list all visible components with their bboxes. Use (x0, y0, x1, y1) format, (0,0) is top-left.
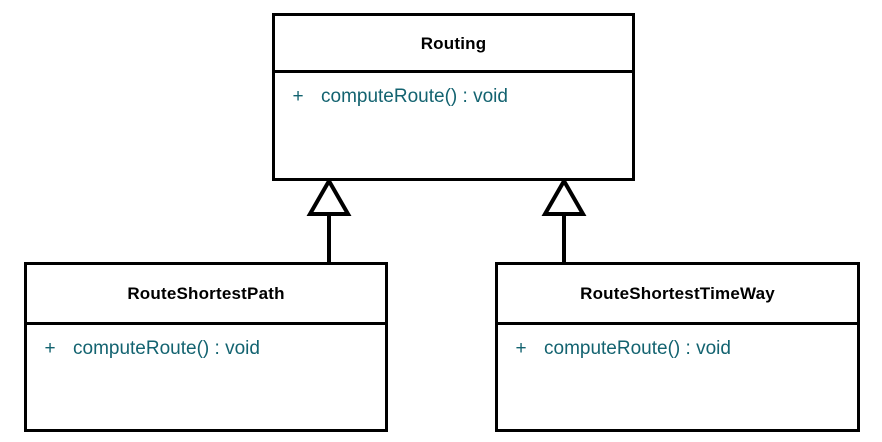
hollow-triangle-icon (541, 176, 587, 216)
member-visibility-marker: + (44, 338, 56, 359)
member-signature-label: computeRoute() : void (73, 338, 260, 359)
member-visibility-marker: + (515, 338, 527, 359)
uml-class-route-shortest-time-way[interactable]: RouteShortestTimeWay + computeRoute() : … (495, 262, 860, 432)
class-member-row[interactable]: + computeRoute() : void (275, 86, 632, 109)
generalization-connector-route-shortest-time-way[interactable] (535, 176, 595, 265)
hollow-triangle-icon (306, 176, 352, 216)
member-signature-label: computeRoute() : void (321, 86, 508, 107)
member-visibility-marker: + (292, 86, 304, 107)
class-members-compartment: + computeRoute() : void (275, 73, 632, 109)
class-name-compartment: Routing (275, 16, 632, 73)
class-member-row[interactable]: + computeRoute() : void (498, 338, 857, 361)
class-members-compartment: + computeRoute() : void (498, 325, 857, 361)
class-name-label: Routing (420, 33, 487, 53)
uml-class-route-shortest-path[interactable]: RouteShortestPath + computeRoute() : voi… (24, 262, 388, 432)
generalization-arrow-icon (306, 176, 352, 263)
class-member-row[interactable]: + computeRoute() : void (27, 338, 385, 361)
generalization-connector-route-shortest-path[interactable] (300, 176, 360, 265)
class-name-label: RouteShortestTimeWay (580, 284, 775, 303)
member-signature-label: computeRoute() : void (544, 338, 731, 359)
generalization-arrow-icon (541, 176, 587, 263)
uml-class-routing[interactable]: Routing + computeRoute() : void (272, 13, 635, 181)
class-name-label: RouteShortestPath (127, 284, 285, 303)
class-name-compartment: RouteShortestTimeWay (498, 265, 857, 325)
class-name-compartment: RouteShortestPath (27, 265, 385, 325)
class-members-compartment: + computeRoute() : void (27, 325, 385, 361)
